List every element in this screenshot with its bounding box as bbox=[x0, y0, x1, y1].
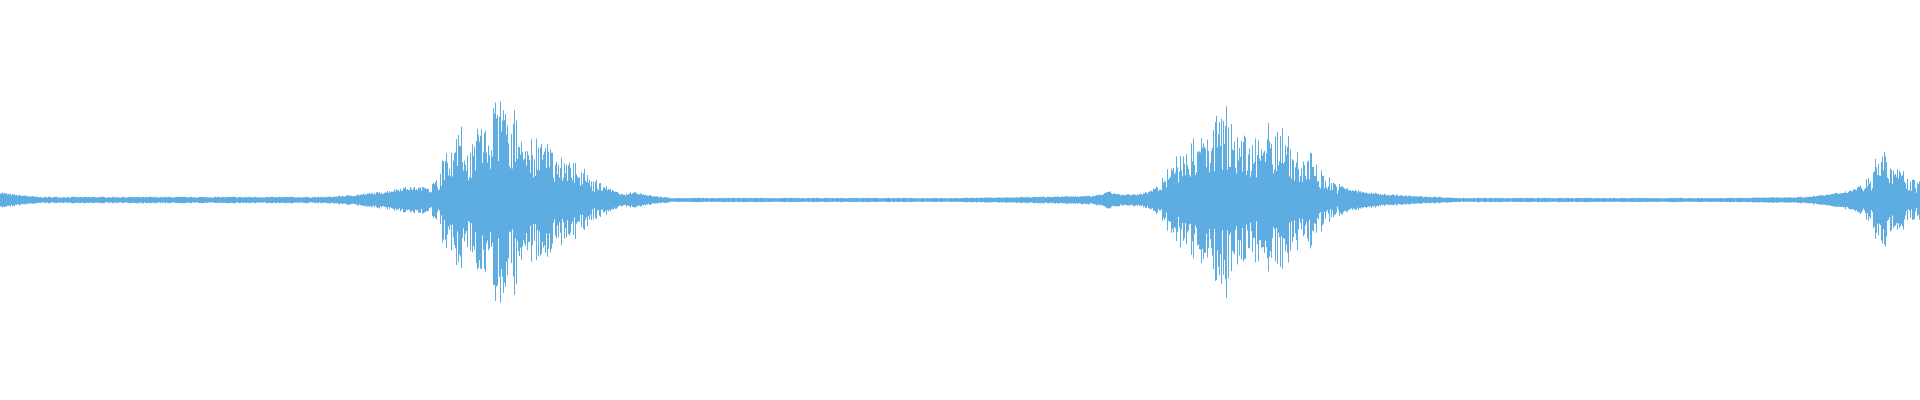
waveform-series bbox=[0, 101, 1920, 303]
waveform-group bbox=[0, 101, 1920, 303]
